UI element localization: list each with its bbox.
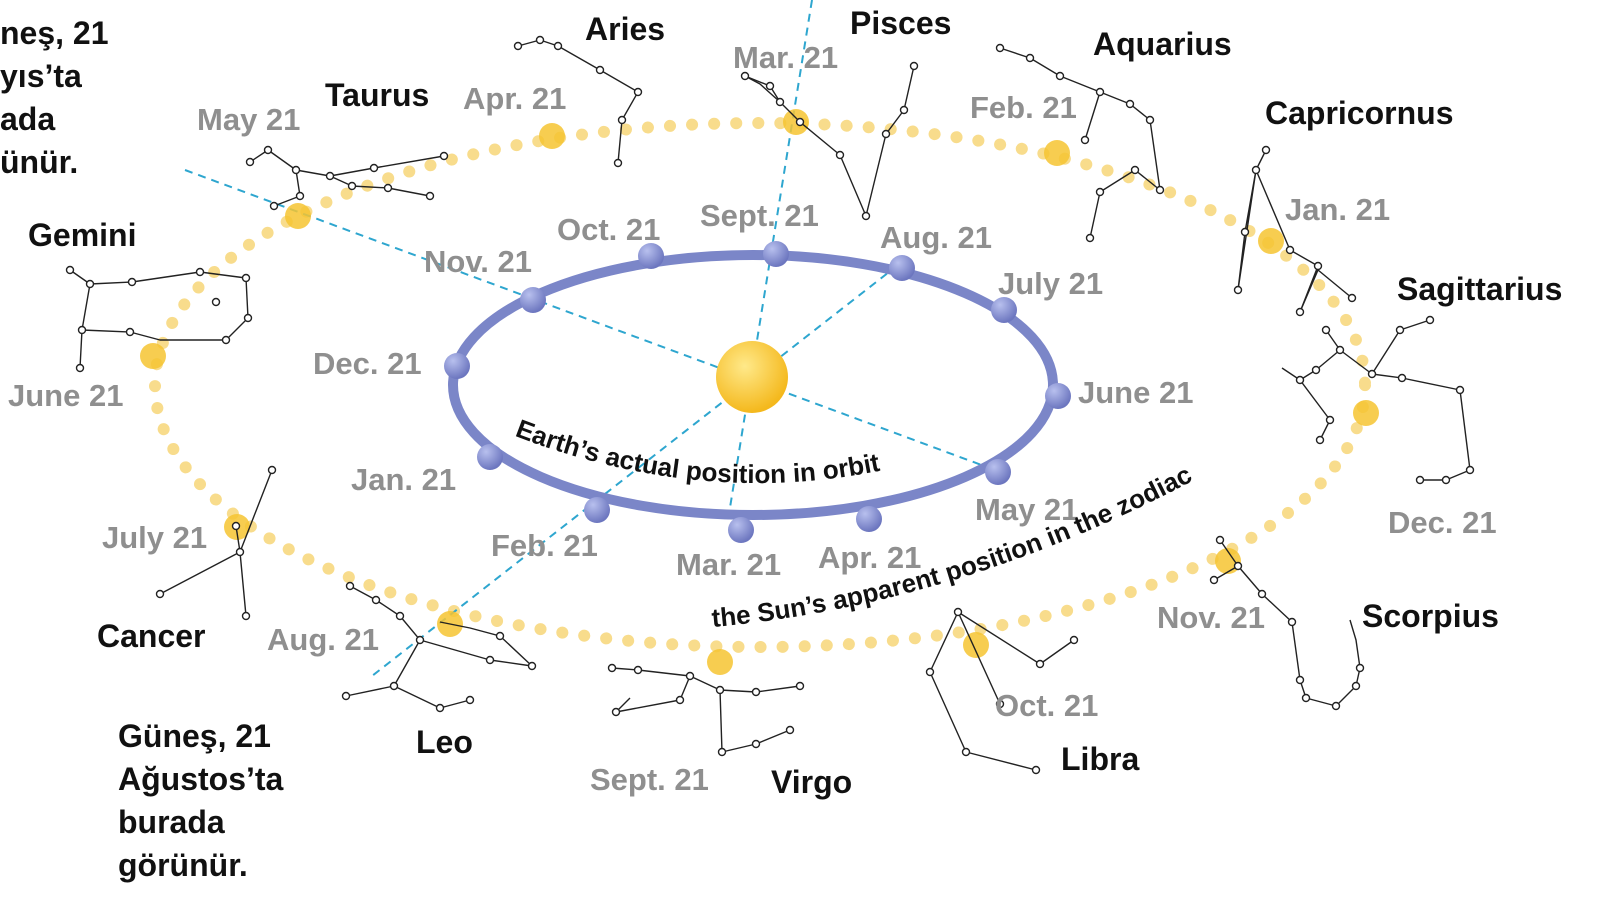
- earth-date-apr: Apr. 21: [818, 540, 921, 575]
- sun-date-dec: Dec. 21: [1388, 505, 1497, 540]
- earth-marker-feb: [584, 497, 610, 523]
- zodiac-sun-apr: [539, 123, 565, 149]
- constellation-gemini: Gemini: [28, 217, 136, 253]
- note-top-left: neş, 21 yıs’ta ada ünür.: [0, 12, 109, 184]
- note-top-left-line: yıs’ta: [0, 58, 82, 94]
- sun-date-aug: Aug. 21: [267, 622, 379, 657]
- earth-marker-jan: [477, 444, 503, 470]
- earth-date-oct: Oct. 21: [557, 212, 660, 247]
- earth-date-jan: Jan. 21: [351, 462, 456, 497]
- leo-figure: [341, 581, 537, 713]
- note-bottom-left-line: görünür.: [118, 847, 248, 883]
- pisces-figure: [740, 61, 919, 221]
- gemini-figure: [65, 265, 253, 373]
- libra-figure: [925, 607, 1079, 775]
- capricornus-figure: [1233, 145, 1357, 317]
- earth-date-sept: Sept. 21: [700, 198, 819, 233]
- constellation-capricornus: Capricornus: [1265, 95, 1453, 131]
- constellation-leo: Leo: [416, 724, 473, 760]
- sun-date-oct: Oct. 21: [995, 688, 1098, 723]
- scorpius-figure: [1209, 535, 1365, 711]
- sun-date-may: May 21: [197, 102, 300, 137]
- earth-marker-sept: [763, 241, 789, 267]
- earth-date-may: May 21: [975, 492, 1078, 527]
- earth-date-mar: Mar. 21: [676, 547, 781, 582]
- earth-marker-apr: [856, 506, 882, 532]
- earth-orbit-caption: Earth’s actual position in orbit: [512, 413, 882, 489]
- sun-date-sept: Sept. 21: [590, 762, 709, 797]
- constellation-aries: Aries: [585, 11, 665, 47]
- constellation-labels: Aries Pisces Aquarius Taurus Capricornus…: [28, 5, 1562, 800]
- cancer-figure: [155, 465, 277, 621]
- sight-lines: [184, 0, 996, 677]
- taurus-figure: [245, 145, 449, 211]
- constellation-scorpius: Scorpius: [1362, 598, 1499, 634]
- earth-marker-nov: [520, 287, 546, 313]
- constellation-virgo: Virgo: [771, 764, 852, 800]
- zodiac-sun-sept: [707, 649, 733, 675]
- note-bottom-left-line: Ağustos’ta: [118, 761, 284, 797]
- sight-line-may: [184, 169, 996, 471]
- constellation-sagittarius: Sagittarius: [1397, 271, 1562, 307]
- aries-figure: [513, 35, 643, 168]
- constellation-pisces: Pisces: [850, 5, 951, 41]
- zodiac-sun-oct: [963, 632, 989, 658]
- earth-marker-may: [985, 459, 1011, 485]
- sun-date-jan: Jan. 21: [1285, 192, 1390, 227]
- earth-date-feb: Feb. 21: [491, 528, 598, 563]
- sun-date-mar: Mar. 21: [733, 40, 838, 75]
- constellation-libra: Libra: [1061, 741, 1139, 777]
- sun-path: [149, 117, 1371, 653]
- zodiac-sun-dec: [1353, 400, 1379, 426]
- aquarius-figure: [995, 43, 1165, 243]
- note-bottom-left-line: Güneş, 21: [118, 718, 271, 754]
- note-top-left-line: ada: [0, 101, 56, 137]
- virgo-figure: [607, 663, 805, 757]
- earth-marker-mar: [728, 517, 754, 543]
- sun-date-june: June 21: [8, 378, 123, 413]
- zodiac-sun-june: [140, 343, 166, 369]
- earth-marker-aug: [889, 255, 915, 281]
- zodiac-sun-feb: [1044, 140, 1070, 166]
- earth-date-july: July 21: [998, 266, 1103, 301]
- sun-date-apr: Apr. 21: [463, 81, 566, 116]
- constellation-figures: [65, 35, 1475, 775]
- zodiac-sun-jan: [1258, 228, 1284, 254]
- note-top-left-line: ünür.: [0, 144, 79, 180]
- earth-marker-dec: [444, 353, 470, 379]
- earth-marker-june: [1045, 383, 1071, 409]
- note-top-left-line: neş, 21: [0, 15, 109, 51]
- note-bottom-left: Güneş, 21 Ağustos’ta burada görünür.: [118, 715, 283, 887]
- earth-date-june: June 21: [1078, 375, 1193, 410]
- earth-marker-oct: [638, 243, 664, 269]
- sun-icon: [716, 341, 788, 413]
- earth-date-labels: Oct. 21 Sept. 21 Aug. 21 Nov. 21 July 21…: [313, 198, 1193, 582]
- constellation-cancer: Cancer: [97, 618, 206, 654]
- earth-date-aug: Aug. 21: [880, 220, 992, 255]
- earth-date-dec: Dec. 21: [313, 346, 422, 381]
- sagittarius-figure: [1281, 315, 1475, 485]
- earth-markers: [444, 241, 1071, 543]
- earth-marker-july: [991, 297, 1017, 323]
- sun-date-labels: Apr. 21 Mar. 21 May 21 Feb. 21 Jan. 21 J…: [8, 40, 1497, 797]
- earth-date-nov: Nov. 21: [424, 244, 532, 279]
- constellation-taurus: Taurus: [325, 77, 429, 113]
- note-bottom-left-line: burada: [118, 804, 225, 840]
- sun-date-nov: Nov. 21: [1157, 600, 1265, 635]
- zodiac-sun-may: [285, 203, 311, 229]
- constellation-aquarius: Aquarius: [1093, 26, 1232, 62]
- sun-date-feb: Feb. 21: [970, 90, 1077, 125]
- sun-date-july: July 21: [102, 520, 207, 555]
- sight-line-mar: [727, 0, 813, 521]
